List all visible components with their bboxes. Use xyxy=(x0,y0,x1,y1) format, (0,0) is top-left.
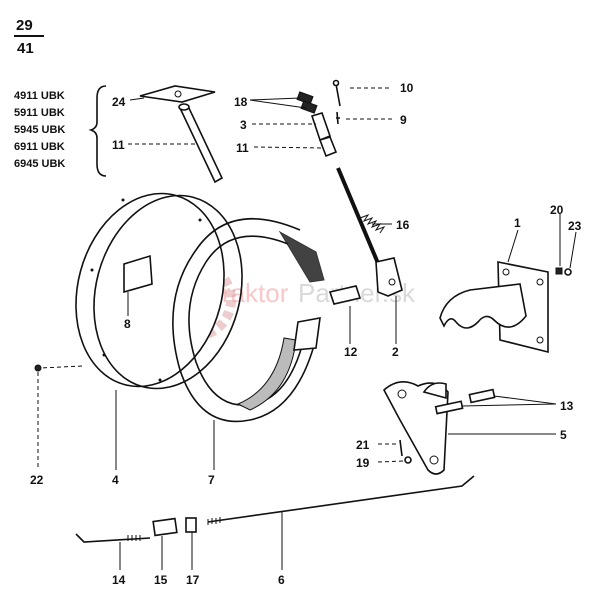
callout-6: 6 xyxy=(278,573,285,587)
callout-23: 23 xyxy=(568,219,582,233)
model-item: 6945 UBK xyxy=(14,158,65,170)
header-bottom: 41 xyxy=(17,40,34,57)
callout-10: 10 xyxy=(400,81,414,95)
header-top: 29 xyxy=(16,17,33,34)
part-3-spacer xyxy=(310,112,332,142)
callout-24: 24 xyxy=(112,95,126,109)
part-23-nut xyxy=(564,268,572,276)
part-13-bolts xyxy=(434,388,496,415)
callout-14: 14 xyxy=(112,573,126,587)
plate-hole xyxy=(174,90,182,98)
callout-18: 18 xyxy=(234,95,248,109)
model-item: 6911 UBK xyxy=(14,141,65,153)
part-2-clevis xyxy=(375,257,403,297)
callout-labels: 24 11 18 3 11 10 9 16 1 20 23 8 12 2 13 … xyxy=(30,81,582,587)
callout-17: 17 xyxy=(186,573,200,587)
part-12-pin xyxy=(328,285,362,305)
part-1-bracket-hook xyxy=(439,283,527,329)
pin-head xyxy=(178,103,190,111)
model-item: 5911 UBK xyxy=(14,107,65,119)
callout-19: 19 xyxy=(356,456,370,470)
part-7-brake-band xyxy=(172,218,325,423)
callout-5: 5 xyxy=(560,428,567,442)
model-item: 5945 UBK xyxy=(14,124,65,136)
callout-20: 20 xyxy=(550,203,564,217)
model-brace xyxy=(88,85,107,177)
callout-9: 9 xyxy=(400,113,407,127)
part-11b-bolt xyxy=(318,136,338,158)
callout-3: 3 xyxy=(240,118,247,132)
part-18-nuts xyxy=(296,91,318,114)
model-item: 4911 UBK xyxy=(14,90,65,102)
part-21-pin xyxy=(399,439,403,457)
part-24-plate xyxy=(139,85,216,103)
part-17-nut xyxy=(185,517,197,533)
callout-1: 1 xyxy=(514,216,521,230)
callout-15: 15 xyxy=(154,573,168,587)
part-15-coupler xyxy=(152,517,178,537)
part-20-washer xyxy=(555,267,563,275)
part-16-rod xyxy=(336,167,386,269)
callout-8: 8 xyxy=(124,317,131,331)
part-22-bolt xyxy=(34,364,42,372)
callout-13: 13 xyxy=(560,399,574,413)
part-10-pin xyxy=(335,83,341,107)
model-list: 4911 UBK 5911 UBK 5945 UBK 6911 UBK 6945… xyxy=(14,90,65,170)
callout-12: 12 xyxy=(344,345,358,359)
callout-11: 11 xyxy=(112,138,125,152)
part-8-lining xyxy=(123,254,153,294)
callout-21: 21 xyxy=(356,438,370,452)
part-6-rod xyxy=(207,475,475,523)
callout-4: 4 xyxy=(112,473,119,487)
callout-11b: 11 xyxy=(236,141,249,155)
part-19-washer xyxy=(404,456,412,464)
part-4-drum xyxy=(75,192,243,390)
part-9-clip xyxy=(336,111,340,125)
callout-2: 2 xyxy=(392,345,399,359)
part-14-rod-end xyxy=(75,533,151,543)
callout-16: 16 xyxy=(396,218,410,232)
callout-22: 22 xyxy=(30,473,44,487)
leader-lines xyxy=(37,87,577,570)
callout-7: 7 xyxy=(208,473,215,487)
